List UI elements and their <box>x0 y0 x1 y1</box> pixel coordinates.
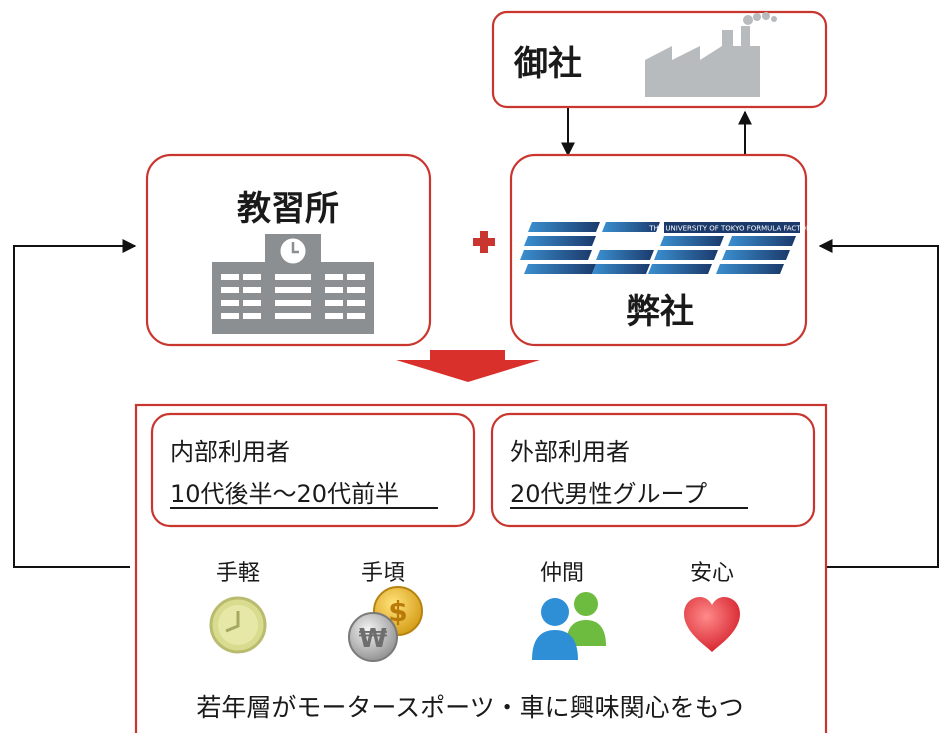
internal-label: 内部利用者 <box>170 438 290 466</box>
external-label: 外部利用者 <box>510 438 630 466</box>
school-label: 教習所 <box>237 189 339 229</box>
logo-text: THE UNIVERSITY OF TOKYO FORMULA FACTORY <box>648 225 815 233</box>
svg-text:₩: ₩ <box>359 624 388 654</box>
people-icon <box>532 592 606 660</box>
connectors <box>13 108 939 568</box>
benefit-friends: 仲間 <box>532 561 606 660</box>
external-detail: 20代男性グループ <box>510 480 707 508</box>
factory-icon <box>645 12 777 97</box>
school-building-icon <box>212 234 374 334</box>
benefit-label: 手頃 <box>361 561 405 586</box>
benefit-easy: 手軽 <box>209 561 267 654</box>
down-arrow-icon <box>396 350 540 382</box>
clock-icon <box>209 596 267 654</box>
benefit-label: 手軽 <box>216 561 260 586</box>
heart-icon <box>684 597 740 652</box>
coins-icon: $ ₩ <box>348 586 423 662</box>
us-box: THE UNIVERSITY OF TOKYO FORMULA FACTORY … <box>509 153 815 347</box>
partner-box: 御社 <box>491 10 828 109</box>
footer-statement: 若年層がモータースポーツ・車に興味関心をもつ <box>196 693 743 722</box>
benefit-safety: 安心 <box>684 561 740 652</box>
svg-text:$: $ <box>388 595 407 628</box>
internal-users-box: 内部利用者 10代後半〜20代前半 <box>150 412 476 528</box>
benefit-label: 仲間 <box>540 561 584 586</box>
school-box: 教習所 <box>145 153 432 347</box>
partner-label: 御社 <box>513 44 582 84</box>
uttff-logo: THE UNIVERSITY OF TOKYO FORMULA FACTORY <box>520 218 815 278</box>
benefit-label: 安心 <box>690 561 734 586</box>
external-users-box: 外部利用者 20代男性グループ <box>490 412 816 528</box>
feedback-arrow-right <box>818 239 939 568</box>
feedback-arrow-left <box>13 239 137 568</box>
us-label: 弊社 <box>626 292 694 332</box>
benefit-affordable: 手頃 $ ₩ <box>348 561 423 662</box>
plus-icon <box>473 231 495 253</box>
internal-detail: 10代後半〜20代前半 <box>170 480 399 508</box>
